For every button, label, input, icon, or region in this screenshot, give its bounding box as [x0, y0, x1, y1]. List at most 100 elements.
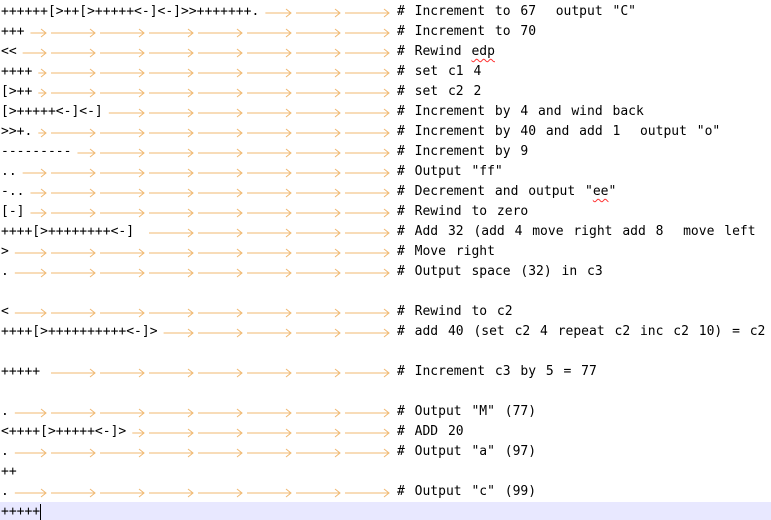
code-text: <<: [1, 44, 17, 59]
tab-arrows: [14, 268, 390, 278]
tab-arrow-icon: [149, 368, 194, 378]
tab-arrow-icon: [345, 188, 390, 198]
tab-arrow-icon: [51, 488, 96, 498]
tab-arrow-icon: [345, 48, 390, 58]
tab-arrow-icon: [149, 228, 194, 238]
tab-arrows: [14, 248, 390, 258]
comment-text: # Increment to 67 output "C": [397, 4, 636, 19]
code-line[interactable]: >>+.# Increment by 40 and add 1 output "…: [0, 122, 771, 142]
code-line[interactable]: <# Rewind to c2: [0, 302, 771, 322]
code-text: <: [1, 304, 9, 319]
code-text: ..: [1, 164, 17, 179]
tab-arrow-icon: [149, 408, 194, 418]
tab-arrow-icon: [198, 408, 243, 418]
tab-arrow-icon: [198, 108, 243, 118]
code-line[interactable]: ++++[>++++++++++<-]># add 40 (set c2 4 r…: [0, 322, 771, 342]
tab-arrow-icon: [198, 208, 243, 218]
tab-arrow-icon: [296, 328, 341, 338]
tab-arrow-icon: [198, 148, 243, 158]
code-line[interactable]: +++++: [0, 502, 771, 520]
code-line[interactable]: .# Output "M" (77): [0, 402, 771, 422]
code-line[interactable]: ># Move right: [0, 242, 771, 262]
tab-arrow-icon: [22, 168, 47, 178]
comment-text: # Rewind edp: [397, 44, 495, 59]
code-text: +++++: [1, 364, 41, 379]
code-line[interactable]: ..# Output "ff": [0, 162, 771, 182]
code-line[interactable]: ++++++[>++[>+++++<-]<-]>>+++++++.# Incre…: [0, 2, 771, 22]
code-line[interactable]: [-]# Rewind to zero: [0, 202, 771, 222]
tab-arrow-icon: [100, 208, 145, 218]
tab-arrow-icon: [345, 28, 390, 38]
tab-arrow-icon: [198, 168, 243, 178]
text-caret: [40, 504, 42, 520]
code-line[interactable]: ++: [0, 462, 771, 482]
tab-arrow-icon: [149, 308, 194, 318]
tab-arrow-icon: [149, 108, 194, 118]
tab-arrow-icon: [51, 248, 96, 258]
tab-arrow-icon: [247, 48, 292, 58]
tab-arrow-icon: [14, 488, 47, 498]
code-text: [>+++++<-]<-]: [1, 104, 103, 119]
code-line[interactable]: .# Output "c" (99): [0, 482, 771, 502]
comment-text: # Increment c3 by 5 = 77: [397, 364, 597, 379]
tab-arrow-icon: [296, 488, 341, 498]
code-text: +++++: [1, 504, 41, 519]
code-line[interactable]: .# Output "a" (97): [0, 442, 771, 462]
tab-arrow-icon: [100, 488, 145, 498]
tab-arrows: [51, 368, 390, 378]
tab-arrow-icon: [296, 88, 341, 98]
tab-arrow-icon: [296, 248, 341, 258]
tab-arrows: [14, 488, 390, 498]
tab-arrow-icon: [345, 148, 390, 158]
tab-arrow-icon: [296, 48, 341, 58]
code-line[interactable]: [>+++++<-]<-]# Increment by 4 and wind b…: [0, 102, 771, 122]
tab-arrows: [30, 188, 390, 198]
code-text: >>+.: [1, 124, 33, 139]
tab-arrow-icon: [198, 308, 243, 318]
code-line[interactable]: <++++[>+++++<-]># ADD 20: [0, 422, 771, 442]
tab-arrow-icon: [14, 308, 47, 318]
tab-arrow-icon: [198, 28, 243, 38]
code-line[interactable]: ++++# set c1 4: [0, 62, 771, 82]
tab-arrow-icon: [100, 68, 145, 78]
tab-arrow-icon: [100, 28, 145, 38]
code-line[interactable]: << # Rewind edp: [0, 42, 771, 62]
code-text: -..: [1, 184, 25, 199]
tab-arrow-icon: [345, 248, 390, 258]
comment-text: # Add 32 (add 4 move right add 8 move le…: [397, 224, 756, 239]
tab-arrow-icon: [296, 108, 341, 118]
code-text: .: [1, 444, 9, 459]
code-line[interactable]: ++++[>++++++++<-]# Add 32 (add 4 move ri…: [0, 222, 771, 242]
tab-arrow-icon: [296, 368, 341, 378]
code-line[interactable]: [0, 342, 771, 362]
tab-arrow-icon: [198, 128, 243, 138]
tab-arrow-icon: [247, 108, 292, 118]
tab-arrow-icon: [198, 368, 243, 378]
tab-arrow-icon: [100, 88, 145, 98]
code-line[interactable]: [0, 382, 771, 402]
comment-text: # Output "M" (77): [397, 404, 537, 419]
tab-arrow-icon: [100, 168, 145, 178]
spelling-error[interactable]: ee: [592, 184, 609, 199]
code-line[interactable]: [>++# set c2 2: [0, 82, 771, 102]
code-line[interactable]: +++++ # Increment c3 by 5 = 77: [0, 362, 771, 382]
tab-arrow-icon: [198, 188, 243, 198]
tab-arrow-icon: [296, 408, 341, 418]
code-line[interactable]: [0, 282, 771, 302]
code-line[interactable]: +++# Increment to 70: [0, 22, 771, 42]
tab-arrow-icon: [51, 88, 96, 98]
tab-arrow-icon: [51, 208, 96, 218]
code-line[interactable]: -..# Decrement and output "ee": [0, 182, 771, 202]
tab-arrow-icon: [247, 208, 292, 218]
code-line[interactable]: .# Output space (32) in c3: [0, 262, 771, 282]
tab-arrows: [132, 428, 390, 438]
spelling-error[interactable]: edp: [471, 44, 495, 59]
tab-arrows: [108, 108, 390, 118]
tab-arrow-icon: [51, 268, 96, 278]
tab-arrow-icon: [149, 188, 194, 198]
tab-arrow-icon: [149, 268, 194, 278]
tab-arrow-icon: [198, 328, 243, 338]
tab-arrow-icon: [198, 428, 243, 438]
code-line[interactable]: ---------# Increment by 9: [0, 142, 771, 162]
